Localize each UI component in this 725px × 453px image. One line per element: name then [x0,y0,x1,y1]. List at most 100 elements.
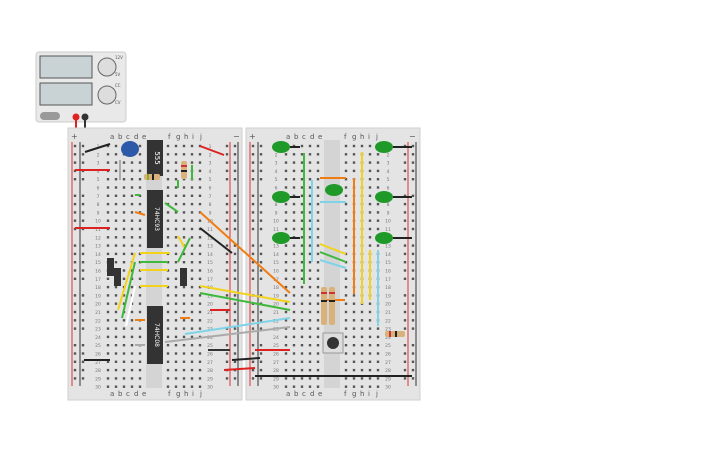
breadboard-hole[interactable] [300,377,304,380]
breadboard-hole[interactable] [352,368,356,372]
rail-hole[interactable] [251,269,255,272]
breadboard-hole[interactable] [190,186,194,189]
breadboard-hole[interactable] [292,252,296,256]
breadboard-hole[interactable] [122,302,126,305]
rail-hole[interactable] [81,211,85,214]
breadboard-hole[interactable] [114,310,118,314]
breadboard-hole[interactable] [198,344,202,347]
breadboard-hole[interactable] [300,169,304,173]
breadboard-hole[interactable] [352,310,356,314]
rail-hole[interactable] [251,319,255,322]
rail-hole[interactable] [73,161,77,164]
breadboard-hole[interactable] [130,360,134,363]
breadboard-hole[interactable] [174,178,178,181]
breadboard-hole[interactable] [292,310,296,314]
rail-hole[interactable] [411,319,415,322]
breadboard-hole[interactable] [284,285,288,289]
rail-hole[interactable] [225,169,229,173]
breadboard-hole[interactable] [300,319,304,322]
breadboard-hole[interactable] [198,285,202,289]
breadboard-hole[interactable] [114,194,118,197]
breadboard-hole[interactable] [174,219,178,222]
breadboard-hole[interactable] [360,335,364,339]
breadboard-hole[interactable] [130,161,134,164]
breadboard-hole[interactable] [122,186,126,189]
wire[interactable] [319,243,347,255]
breadboard-hole[interactable] [122,161,126,164]
breadboard-hole[interactable] [316,310,320,314]
breadboard-hole[interactable] [376,368,380,372]
breadboard-hole[interactable] [292,202,296,206]
rail-hole[interactable] [411,219,415,222]
breadboard-hole[interactable] [300,344,304,347]
rail-hole[interactable] [251,194,255,197]
rail-hole[interactable] [411,202,415,206]
breadboard-hole[interactable] [316,186,320,189]
breadboard-hole[interactable] [368,202,372,206]
breadboard-hole[interactable] [190,302,194,305]
breadboard-hole[interactable] [308,169,312,173]
breadboard-hole[interactable] [292,194,296,197]
electrolytic-capacitor[interactable] [121,141,139,157]
breadboard-hole[interactable] [344,368,348,372]
breadboard-hole[interactable] [166,153,170,156]
breadboard-hole[interactable] [198,252,202,256]
breadboard-hole[interactable] [138,227,142,231]
breadboard-hole[interactable] [114,368,118,372]
resistor-r2[interactable] [181,161,187,179]
breadboard-hole[interactable] [368,368,372,372]
breadboard-hole[interactable] [122,227,126,231]
breadboard-hole[interactable] [300,352,304,355]
breadboard-hole[interactable] [376,335,380,339]
resistor[interactable] [321,287,327,325]
breadboard-hole[interactable] [368,144,372,148]
breadboard-hole[interactable] [344,360,348,363]
breadboard-hole[interactable] [122,327,126,330]
breadboard-hole[interactable] [166,294,170,297]
rail-hole[interactable] [225,144,229,148]
breadboard-hole[interactable] [190,202,194,206]
breadboard-hole[interactable] [174,161,178,164]
breadboard-hole[interactable] [166,360,170,363]
rail-hole[interactable] [251,277,255,280]
breadboard-hole[interactable] [190,277,194,280]
diode[interactable] [114,268,121,286]
breadboard-hole[interactable] [138,161,142,164]
breadboard-hole[interactable] [198,368,202,372]
wire[interactable] [164,326,291,343]
breadboard-hole[interactable] [138,202,142,206]
rail-hole[interactable] [73,344,77,347]
breadboard-hole[interactable] [106,294,110,297]
breadboard-hole[interactable] [166,310,170,314]
breadboard-hole[interactable] [182,368,186,372]
rail-hole[interactable] [233,194,237,197]
breadboard-hole[interactable] [300,186,304,189]
breadboard-hole[interactable] [138,144,142,148]
breadboard-hole[interactable] [344,319,348,322]
breadboard-hole[interactable] [284,294,288,297]
breadboard-hole[interactable] [316,194,320,197]
rail-hole[interactable] [259,219,263,222]
rail-hole[interactable] [403,244,407,247]
breadboard-hole[interactable] [130,252,134,256]
rail-hole[interactable] [259,327,263,330]
breadboard-hole[interactable] [122,319,126,322]
breadboard-hole[interactable] [190,360,194,363]
breadboard-hole[interactable] [352,327,356,330]
breadboard-hole[interactable] [308,211,312,214]
breadboard-hole[interactable] [182,261,186,264]
rail-hole[interactable] [403,310,407,314]
rail-hole[interactable] [73,252,77,256]
breadboard-hole[interactable] [106,211,110,214]
rail-hole[interactable] [259,178,263,181]
rail-hole[interactable] [259,144,263,148]
breadboard-hole[interactable] [198,327,202,330]
breadboard-hole[interactable] [190,285,194,289]
breadboard-hole[interactable] [138,211,142,214]
rail-hole[interactable] [233,202,237,206]
breadboard-hole[interactable] [122,344,126,347]
breadboard-hole[interactable] [114,294,118,297]
rail-hole[interactable] [411,360,415,363]
breadboard-hole[interactable] [182,285,186,289]
rail-hole[interactable] [225,310,229,314]
